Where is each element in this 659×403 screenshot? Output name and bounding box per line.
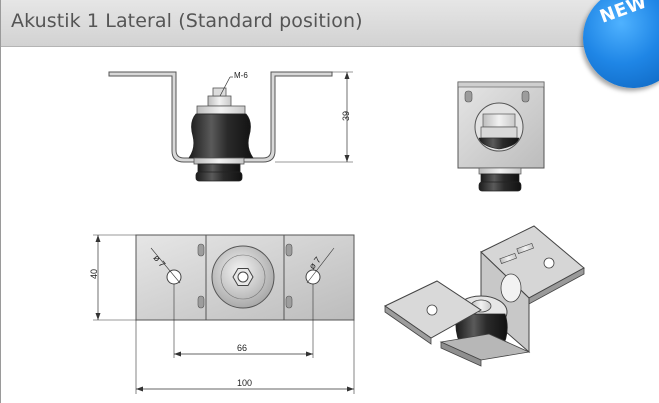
front-view xyxy=(108,71,353,182)
top-view xyxy=(93,234,355,394)
overall-length-label: 100 xyxy=(237,378,252,388)
side-view xyxy=(457,81,545,192)
front-rubber-body xyxy=(188,113,254,159)
header-bar: Akustik 1 Lateral (Standard position) xyxy=(1,0,659,47)
hole-spacing-label: 66 xyxy=(237,343,247,353)
side-nut xyxy=(482,113,516,128)
depth-dimension-label: 40 xyxy=(89,269,99,279)
height-dimension-label: 39 xyxy=(341,111,351,121)
front-bracket xyxy=(108,71,333,163)
front-nut xyxy=(207,95,232,107)
isometric-view xyxy=(384,225,585,367)
page-title: Akustik 1 Lateral (Standard position) xyxy=(11,10,363,32)
thread-label: M-6 xyxy=(234,71,248,80)
